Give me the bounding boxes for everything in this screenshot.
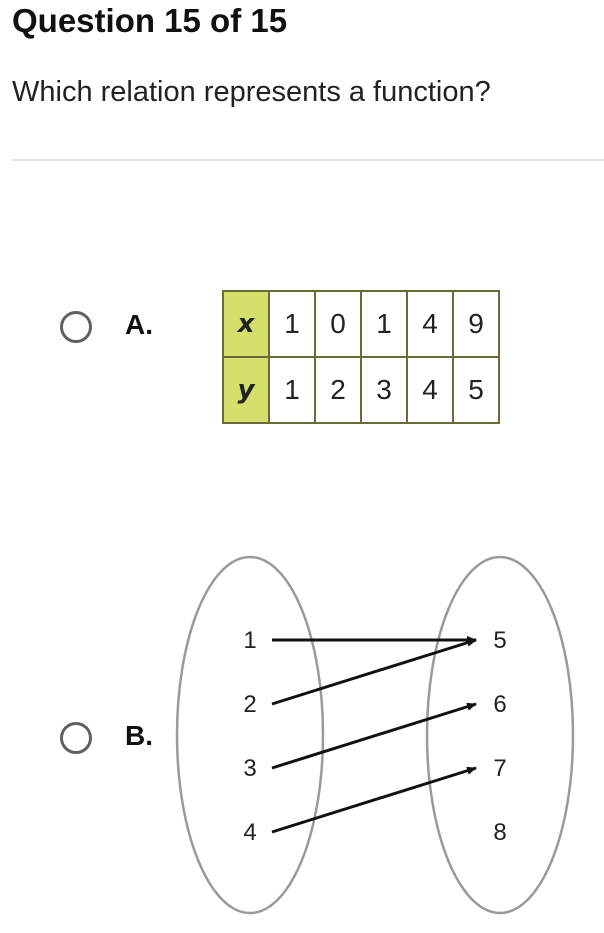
mapping-arrow [271, 702, 477, 770]
option-a-label[interactable]: A. [125, 309, 153, 340]
option-a-radio[interactable] [60, 311, 92, 343]
table-row-x: x 1 0 1 4 9 [222, 290, 500, 358]
table-row-y: y 1 2 3 4 5 [222, 356, 500, 424]
option-b-label[interactable]: B. [125, 720, 153, 751]
domain-value: 4 [243, 819, 256, 846]
domain-oval [175, 555, 325, 915]
x-value-cell: 1 [360, 290, 408, 358]
range-value: 8 [493, 819, 506, 846]
option-b-radio[interactable] [60, 722, 92, 754]
x-value-cell: 0 [314, 290, 362, 358]
mapping-arrows [271, 636, 477, 834]
range-value: 6 [493, 691, 506, 718]
mapping-arrow [271, 638, 477, 706]
option-b-mapping-diagram: 1 2 3 4 5 6 7 8 [175, 555, 575, 915]
domain-value: 2 [243, 691, 256, 718]
y-value-cell: 3 [360, 356, 408, 424]
range-oval [425, 555, 575, 915]
x-value-cell: 9 [452, 290, 500, 358]
x-header-cell: x [222, 290, 270, 358]
question-title: Question 15 of 15 [12, 2, 288, 39]
range-value: 7 [493, 755, 506, 782]
question-prompt: Which relation represents a function? [12, 76, 491, 108]
y-value-cell: 4 [406, 356, 454, 424]
mapping-arrow [271, 766, 477, 834]
mapping-labels: 1 2 3 4 5 6 7 8 [243, 627, 506, 846]
y-value-cell: 5 [452, 356, 500, 424]
domain-value: 3 [243, 755, 256, 782]
divider [12, 159, 604, 161]
y-value-cell: 1 [268, 356, 316, 424]
x-value-cell: 4 [406, 290, 454, 358]
option-a-relation-table: x 1 0 1 4 9 y 1 2 3 4 5 [222, 290, 500, 424]
x-value-cell: 1 [268, 290, 316, 358]
y-header-cell: y [222, 356, 270, 424]
range-value: 5 [493, 627, 506, 654]
domain-value: 1 [243, 627, 256, 654]
y-value-cell: 2 [314, 356, 362, 424]
